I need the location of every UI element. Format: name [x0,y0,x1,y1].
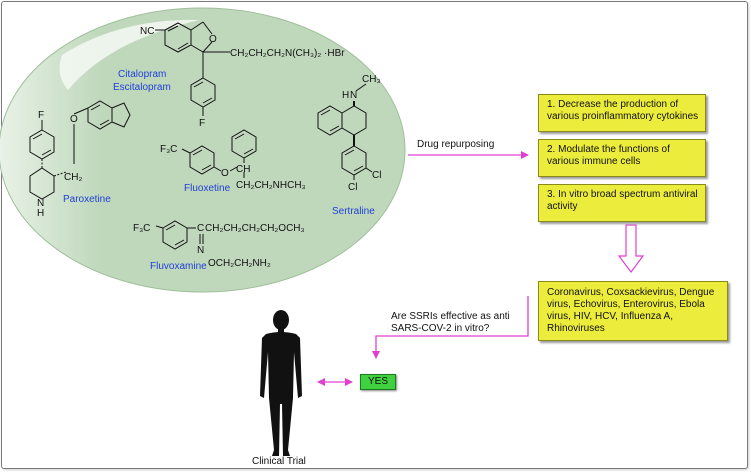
yes-box: YES [360,374,396,390]
paroxetine-o: O [70,114,78,125]
paroxetine-h: H [37,208,44,219]
human-silhouette [260,310,302,456]
hollow-down-arrow [617,224,645,273]
citalopram-f: F [199,118,205,129]
drug-repurposing-label: Drug repurposing [417,139,495,150]
fluoxetine-cf3: F₃C [160,144,177,155]
sertraline-n: N [350,90,357,101]
citalopram-structure [155,21,230,116]
sertraline-h: H [342,90,349,101]
sertraline-cl2: Cl [348,182,357,193]
citalopram-o: O [209,34,217,45]
ssri-question: Are SSRIs effective as anti SARS-COV-2 i… [391,311,510,334]
fluoxetine-ch: CH [236,164,250,175]
mechanism-text-2: 2. Modulate the functions of various imm… [547,144,670,167]
sertraline-cl1: Cl [372,170,381,181]
fluvoxamine-structure [155,220,204,250]
sertraline-structure [317,83,373,180]
fluoxetine-chain: CH₂CH₂NHCH₃ [236,180,306,191]
mechanism-text-3: 3. In vitro broad spectrum antiviral act… [547,189,698,212]
fluoxetine-o: O [221,168,229,179]
fluoxetine-structure [181,129,257,178]
sertraline-label: Sertraline [332,206,375,217]
fluvoxamine-c: C [197,223,204,234]
mechanism-box-1: 1. Decrease the production of various pr… [538,94,706,132]
fluvoxamine-label: Fluvoxamine [150,261,207,272]
mechanism-text-1: 1. Decrease the production of various pr… [547,99,699,122]
paroxetine-label: Paroxetine [63,194,111,205]
citalopram-cn: NC [140,26,154,37]
fluvoxamine-oxchain: OCH₂CH₂NH₂ [208,258,271,269]
fluvoxamine-n: N [197,245,204,256]
fluoxetine-label: Fluoxetine [184,183,231,194]
ssri-ellipse [0,7,406,293]
virus-list-text: Coronavirus, Coxsackievirus, Dengue viru… [547,287,715,334]
paroxetine-f: F [38,110,44,121]
mechanism-box-3: 3. In vitro broad spectrum antiviral act… [538,184,706,222]
mechanism-box-2: 2. Modulate the functions of various imm… [538,139,706,177]
clinical-trial-label: Clinical Trial [252,456,306,467]
fluvoxamine-chain: CH₂CH₂CH₂CH₂OCH₃ [205,223,305,234]
citalopram-label: Citalopram [118,69,166,80]
sertraline-ch3: CH₃ [362,74,381,85]
paroxetine-ch2: CH₂ [64,172,82,183]
virus-to-question-arrow [372,296,529,359]
paroxetine-n: N [37,198,44,209]
virus-list-box: Coronavirus, Coxsackievirus, Dengue viru… [538,281,728,341]
paroxetine-structure [29,100,131,200]
fluvoxamine-cf3: F₃C [133,223,150,234]
citalopram-chain: CH₂CH₂CH₂N(CH₃)₂ ·HBr [230,48,345,59]
ellipse-highlight [59,19,200,91]
escitalopram-label: Escitalopram [113,82,171,93]
